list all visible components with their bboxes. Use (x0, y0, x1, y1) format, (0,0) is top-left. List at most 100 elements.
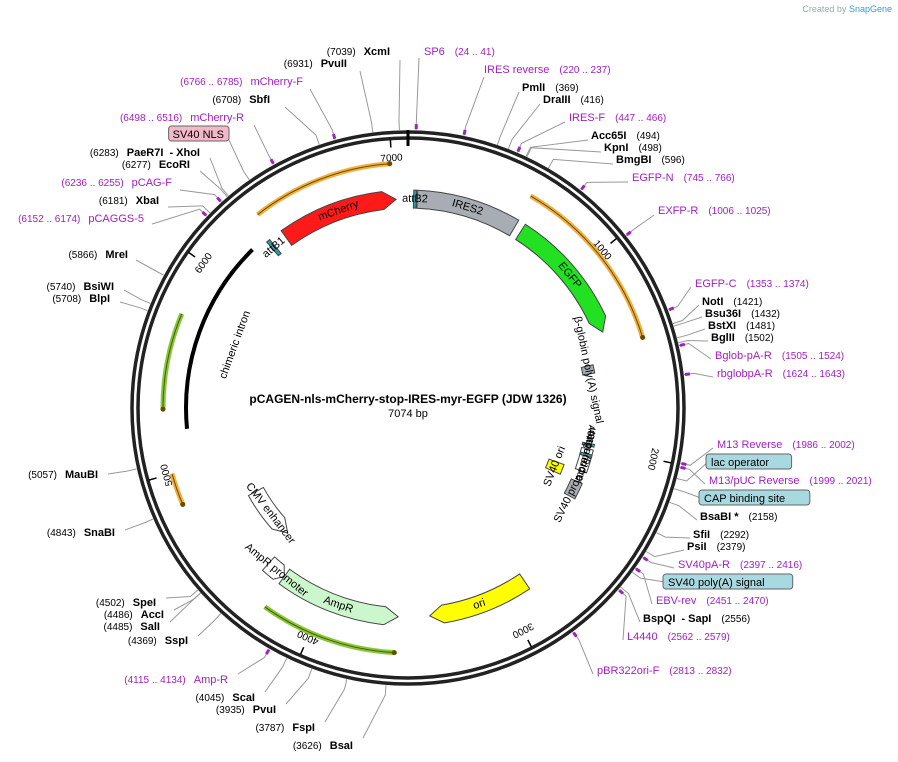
feature-cmv-enhancer (247, 486, 289, 534)
feature-ampr (278, 568, 400, 626)
left-site-label: (5708)BlpI (52, 293, 110, 305)
label-leader-line (285, 668, 313, 705)
site-name: SP6 (424, 46, 445, 58)
feature-lac-operator (579, 451, 593, 459)
site-position: (3935) (216, 705, 245, 716)
right-site-label: M13 Reverse(1986 .. 2002) (717, 439, 855, 451)
site-position: (596) (661, 155, 684, 166)
right-site-label: Bglob-pA-R(1505 .. 1524) (715, 350, 844, 362)
left-site-label: (6931)PvuII (284, 58, 347, 70)
site-label-text: (5057)MauBI (28, 469, 98, 481)
site-position: (1432) (751, 309, 780, 320)
primer-site-mark (462, 129, 467, 136)
primer-site-mark (642, 556, 649, 562)
label-leader-line (309, 88, 336, 140)
site-position: (2813 .. 2832) (669, 666, 731, 677)
label-leader-line (199, 170, 228, 198)
site-name: PvuI (253, 704, 276, 716)
site-position: (416) (581, 95, 604, 106)
site-name: EcoRI (159, 159, 190, 171)
feature-sv40-ori (544, 458, 565, 475)
label-leader-line (169, 592, 201, 623)
feature-label: chimeric intron (217, 309, 253, 380)
label-leader-line (107, 468, 137, 475)
primer-site-mark (625, 230, 632, 237)
right-site-label: BglII(1502) (711, 332, 774, 344)
right-site-label: lac operator (705, 453, 793, 470)
site-label-text: (7039)XcmI (327, 46, 390, 58)
feature-m13-rev (581, 441, 596, 448)
label-leader-line (228, 139, 250, 180)
primer-site-mark (635, 567, 641, 573)
label-leader-line (672, 304, 700, 325)
right-site-label: SV40 poly(A) signal (662, 573, 794, 590)
label-leader-line (668, 286, 692, 311)
primer-site-mark (201, 210, 208, 217)
site-position: (1505 .. 1524) (782, 351, 844, 362)
label-leader-line (123, 289, 151, 304)
right-site-label: M13/pUC Reverse(1999 .. 2021) (709, 475, 872, 487)
site-label-text: Bglob-pA-R(1505 .. 1524) (715, 350, 844, 362)
site-position: (2562 .. 2579) (668, 632, 730, 643)
feature-ampr-promoter (261, 556, 285, 580)
site-label-text: DraIII(416) (543, 94, 604, 106)
plasmid-name: pCAGEN-nls-mCherry-stop-IRES-myr-EGFP (J… (249, 392, 566, 406)
site-position: (369) (555, 83, 578, 94)
site-name: BsiWI (83, 281, 114, 293)
site-position: (4485) (104, 622, 133, 633)
site-position: (1421) (733, 297, 762, 308)
site-label-text: M13/pUC Reverse(1999 .. 2021) (709, 475, 872, 487)
feature-box-label: SV40 poly(A) signal (668, 577, 765, 589)
scale-tick (389, 139, 392, 148)
site-position: (4843) (47, 528, 76, 539)
site-name: mCherry-R (190, 112, 244, 124)
label-leader-line (284, 106, 320, 145)
feature-box-label: CAP binding site (704, 493, 785, 505)
left-site-label: (7039)XcmI (327, 46, 390, 58)
left-site-label: (6766 .. 6785)mCherry-F (180, 76, 303, 88)
left-site-label: (4369)SspI (128, 635, 188, 647)
site-label-text: (3935) PvuI (216, 704, 276, 716)
right-site-label: BsaBI *(2158) (700, 511, 777, 523)
site-position: (1481) (746, 321, 775, 332)
primer-site-mark (684, 372, 691, 376)
feature-label: SV40 ori (541, 445, 568, 489)
right-site-label: EBV-rev(2451 .. 2470) (656, 595, 769, 607)
site-label-text: (4843)SnaBI (47, 527, 115, 539)
site-label-text: (3626)BsaI (293, 740, 353, 752)
site-label-text: IRES-F(447 .. 466) (569, 112, 666, 124)
label-leader-line (253, 124, 275, 165)
site-label-text: (6498 .. 6516)mCherry-R (120, 112, 244, 124)
site-name: M13 Reverse (717, 439, 782, 451)
feature-box (168, 125, 230, 142)
site-name: rbglobpA-R (717, 368, 773, 380)
feature-box (705, 453, 793, 470)
label-leader-line (572, 631, 594, 675)
label-leader-line (669, 501, 698, 521)
site-name: SalI (140, 621, 160, 633)
site-position: (1624 .. 1643) (783, 369, 845, 380)
right-site-label: EGFP-N(745 .. 766) (632, 172, 735, 184)
site-name: PsiI (687, 541, 707, 553)
site-name: KpnI (604, 142, 628, 154)
left-site-label: (6708)SbfI (212, 94, 270, 106)
site-label-text: (6283)PaeR7I- XhoI (90, 147, 200, 159)
site-position: (4115 .. 4134) (124, 675, 186, 686)
site-position: (447 .. 466) (615, 113, 666, 124)
scale-tick (610, 237, 618, 244)
label-leader-line (119, 301, 148, 312)
credit-text: Created by (802, 4, 847, 14)
label-leader-line (580, 181, 629, 191)
site-position: (6931) (284, 59, 313, 70)
right-site-label: L4440(2562 .. 2579) (627, 631, 730, 643)
site-label-text: Bsu36I(1432) (705, 308, 780, 320)
site-position: (1353 .. 1374) (747, 279, 809, 290)
site-name-2: - XhoI (169, 147, 200, 159)
site-position: (3626) (293, 741, 322, 752)
right-site-label: BstXI(1481) (708, 320, 775, 332)
site-name: M13/pUC Reverse (709, 475, 799, 487)
label-leader-line (507, 103, 541, 149)
site-label-text: SV40pA-R(2397 .. 2416) (678, 559, 802, 571)
site-name: PaeR7I (127, 147, 164, 159)
